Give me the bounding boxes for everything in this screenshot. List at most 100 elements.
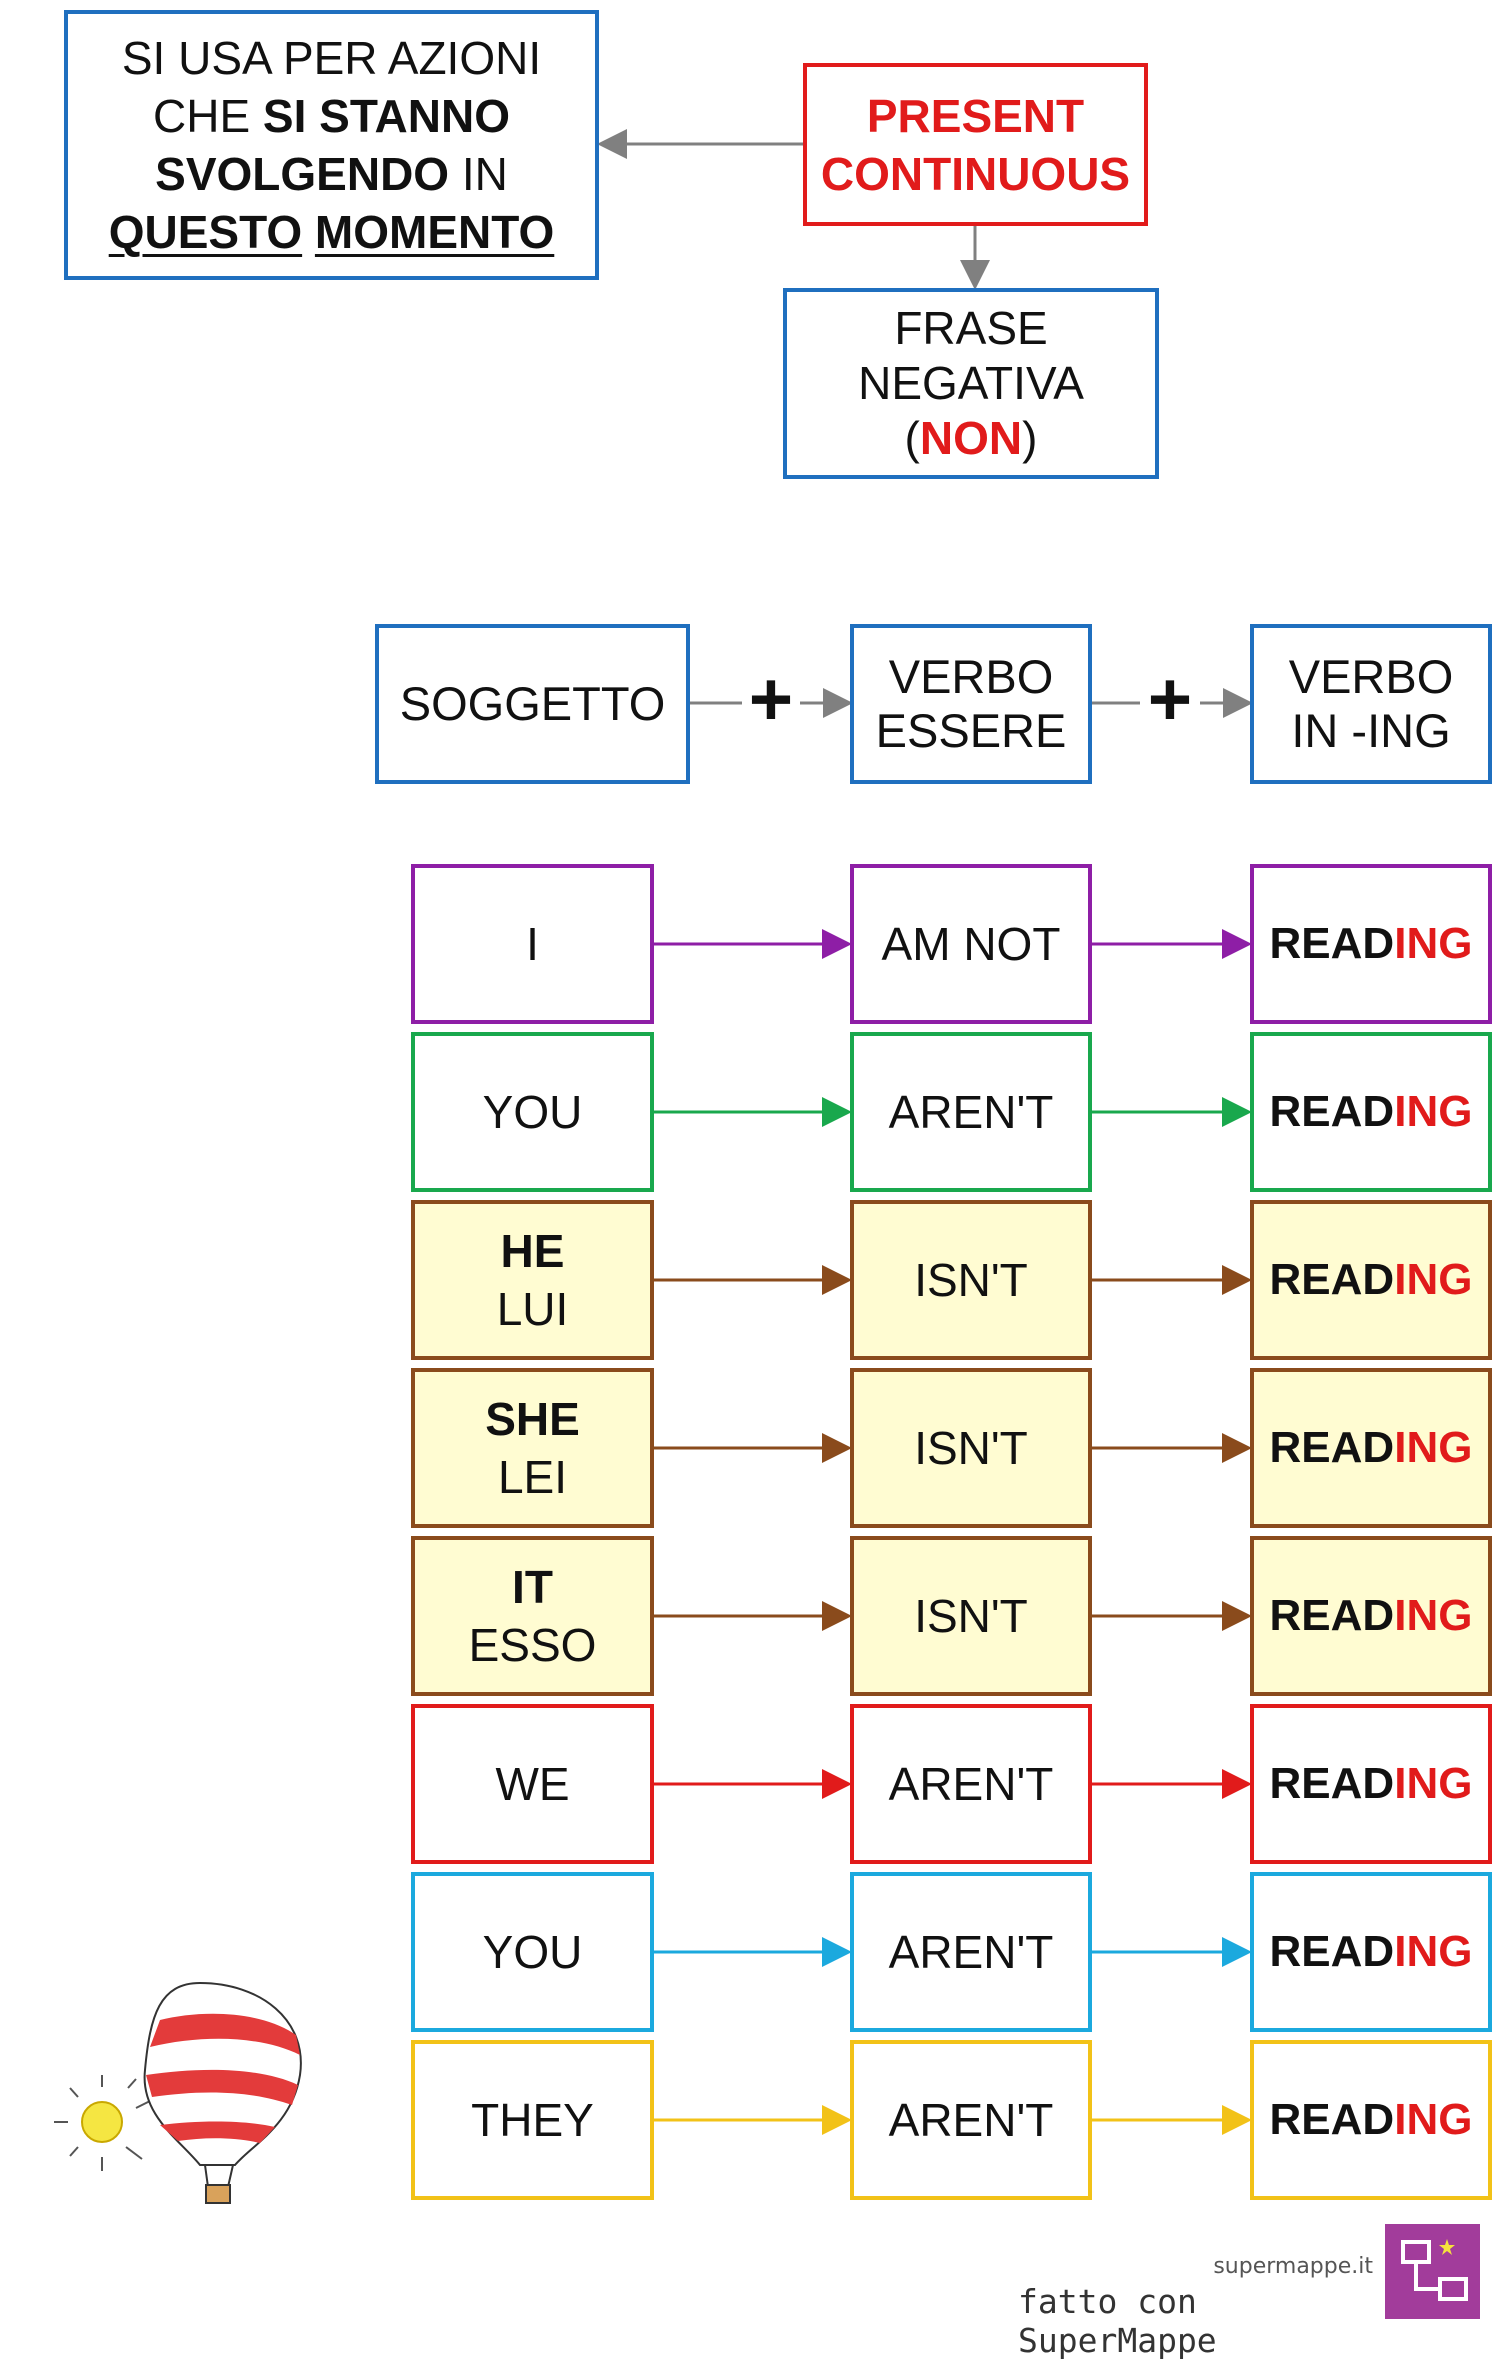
tense-title-box: PRESENT CONTINUOUS [803,63,1148,226]
usage-line-1: SI USA PER AZIONI [121,32,542,84]
subject-cell-2: HE LUI [411,1200,654,1360]
auxiliary-cell-6: AREN'T [850,1872,1092,2032]
verb-essere-line-1: VERBO [888,650,1054,703]
reading-base: READ [1269,1255,1395,1304]
auxiliary-cell-2: ISN'T [850,1200,1092,1360]
auxiliary-verb: AREN'T [888,1086,1054,1138]
subject-cell-5: WE [411,1704,654,1864]
auxiliary-cell-7: AREN'T [850,2040,1092,2200]
plus-sign-2: + [1147,657,1193,742]
reading-base: READ [1269,1423,1395,1472]
tense-title-line-2: CONTINUOUS [820,147,1131,200]
subject-label: SOGGETTO [399,677,666,730]
auxiliary-cell-5: AREN'T [850,1704,1092,1864]
subject-box: SOGGETTO [375,624,690,784]
usage-line-4-b: MOMENTO [314,206,555,258]
reading-suffix: ING [1394,1927,1473,1976]
reading-cell-0: READING [1250,864,1492,1024]
negative-line-1: FRASE [894,302,1048,354]
auxiliary-cell-0: AM NOT [850,864,1092,1024]
reading-base: READ [1269,1087,1395,1136]
verb-ing-line-1: VERBO [1288,650,1454,703]
reading-base: READ [1269,1927,1395,1976]
subject-pronoun: IT [512,1561,553,1613]
negative-paren-open: ( [904,412,920,464]
reading-suffix: ING [1394,1087,1473,1136]
auxiliary-verb: ISN'T [914,1590,1028,1642]
verb-ing-box: VERBO IN -ING [1250,624,1492,784]
reading-suffix: ING [1394,919,1473,968]
verb-essere-line-2: ESSERE [875,704,1067,757]
negative-line-3: (NON) [905,411,1038,466]
subject-translation: LUI [496,1283,569,1335]
reading-cell-3: READING [1250,1368,1492,1528]
usage-line-2-bold: SI STANNO [262,90,510,142]
reading-base: READ [1269,1591,1395,1640]
subject-translation: LEI [497,1451,568,1503]
reading-cell-5: READING [1250,1704,1492,1864]
usage-line-3-post: IN [449,148,508,200]
auxiliary-verb: AREN'T [888,1926,1054,1978]
subject-pronoun: I [526,918,539,970]
reading-word: READING [1270,919,1473,969]
subject-pronoun: YOU [482,1926,583,1978]
usage-line-3-bold: SVOLGENDO [155,148,450,200]
subject-cell-0: I [411,864,654,1024]
negative-line-2: NEGATIVA [858,357,1084,409]
reading-word: READING [1270,1591,1473,1641]
reading-word: READING [1270,1087,1473,1137]
auxiliary-verb: ISN'T [914,1254,1028,1306]
subject-pronoun: YOU [482,1086,583,1138]
reading-word: READING [1270,2095,1473,2145]
reading-base: READ [1269,2095,1395,2144]
negative-paren-close: ) [1022,412,1038,464]
subject-cell-3: SHE LEI [411,1368,654,1528]
reading-cell-6: READING [1250,1872,1492,2032]
subject-pronoun: THEY [471,2094,594,2146]
footer: supermappe.it fatto con SuperMappe [1018,2222,1488,2360]
balloon-icon [143,1981,302,2204]
reading-word: READING [1270,1255,1473,1305]
usage-line-3: SVOLGENDO IN [155,145,508,203]
hot-air-balloon-illustration [54,1981,302,2204]
subject-translation: ESSO [468,1619,597,1671]
supermappe-logo-icon [1385,2224,1480,2319]
negative-non: NON [919,412,1023,464]
subject-cell-7: THEY [411,2040,654,2200]
reading-word: READING [1270,1927,1473,1977]
reading-cell-2: READING [1250,1200,1492,1360]
reading-cell-1: READING [1250,1032,1492,1192]
reading-suffix: ING [1394,1423,1473,1472]
row-arrows [654,929,1252,2135]
subject-cell-4: IT ESSO [411,1536,654,1696]
auxiliary-verb: ISN'T [914,1422,1028,1474]
reading-suffix: ING [1394,1591,1473,1640]
reading-word: READING [1270,1423,1473,1473]
auxiliary-verb: AREN'T [888,1758,1054,1810]
auxiliary-cell-4: ISN'T [850,1536,1092,1696]
reading-base: READ [1269,1759,1395,1808]
tense-title-line-1: PRESENT [866,89,1085,142]
sun-icon [54,2075,153,2171]
usage-description-box: SI USA PER AZIONI CHE SI STANNO SVOLGEND… [64,10,599,280]
subject-cell-6: YOU [411,1872,654,2032]
usage-line-2-pre: CHE [153,90,263,142]
reading-suffix: ING [1394,1759,1473,1808]
subject-pronoun: WE [495,1758,570,1810]
reading-base: READ [1269,919,1395,968]
reading-cell-7: READING [1250,2040,1492,2200]
usage-line-2: CHE SI STANNO [153,87,510,145]
subject-pronoun: SHE [485,1393,580,1445]
auxiliary-verb: AREN'T [888,2094,1054,2146]
subject-cell-1: YOU [411,1032,654,1192]
subject-pronoun: HE [500,1225,565,1277]
reading-suffix: ING [1394,2095,1473,2144]
auxiliary-verb: AM NOT [881,918,1061,970]
reading-suffix: ING [1394,1255,1473,1304]
auxiliary-cell-3: ISN'T [850,1368,1092,1528]
verb-ing-line-2: IN -ING [1291,704,1451,757]
reading-word: READING [1270,1759,1473,1809]
verb-essere-box: VERBO ESSERE [850,624,1092,784]
footer-made-with: fatto con SuperMappe [1018,2282,1217,2360]
